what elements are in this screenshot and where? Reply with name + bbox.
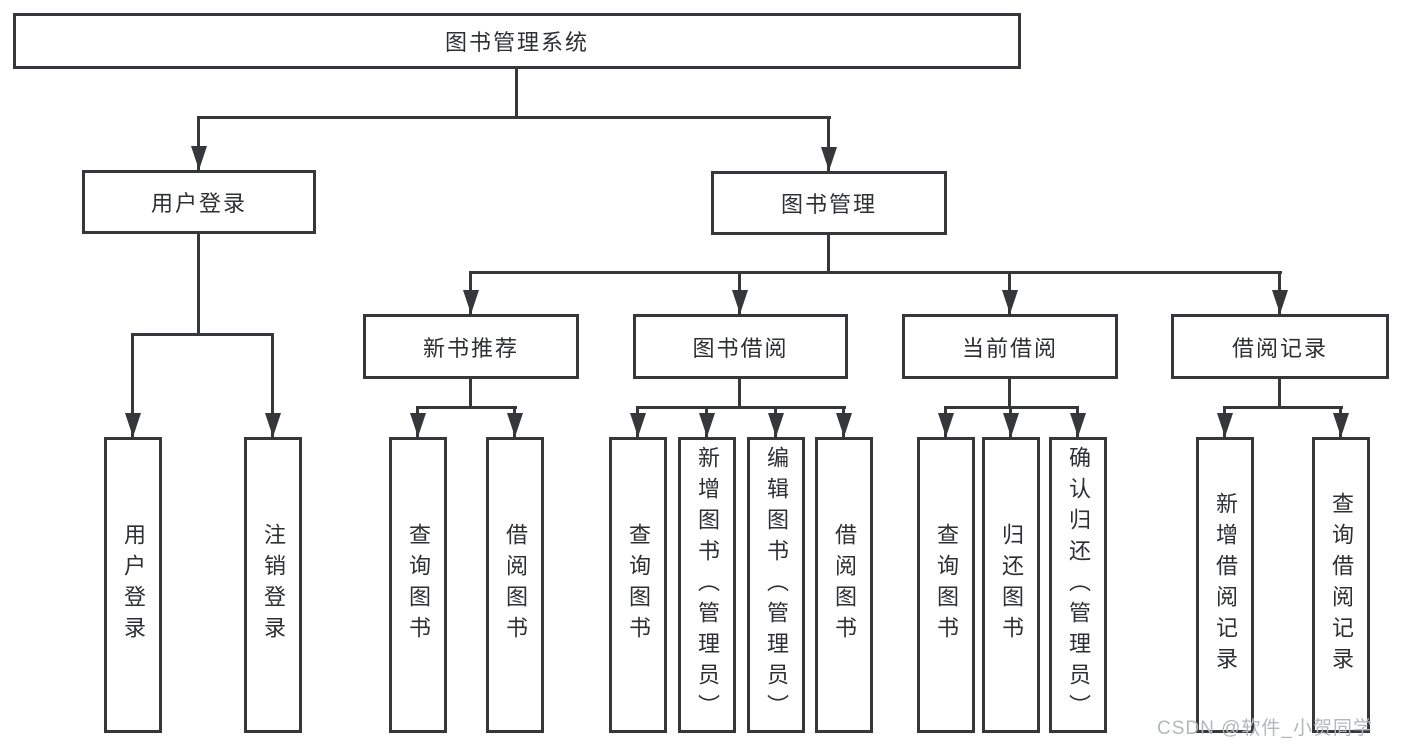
node-new-book-recommend: 新书推荐 (363, 314, 579, 379)
arrowhead-down-icon (507, 413, 523, 437)
arrowhead-down-icon (1070, 413, 1086, 437)
connector-line (827, 118, 830, 171)
connector-line (197, 234, 200, 335)
node-label: 编辑图书（管理员） (764, 445, 789, 725)
arrowhead-down-icon (1272, 290, 1288, 314)
leaf-logout: 注销登录 (244, 437, 302, 733)
node-label: 用户登录 (121, 523, 146, 647)
arrowhead-down-icon (1217, 413, 1233, 437)
connector-line (197, 118, 200, 170)
node-label: 当前借阅 (961, 335, 1058, 361)
arrowhead-down-icon (125, 413, 141, 437)
arrowhead-down-icon (938, 413, 954, 437)
node-label: 查询借阅记录 (1329, 492, 1354, 678)
connector-line (1223, 406, 1343, 409)
leaf-user-login: 用户登录 (104, 437, 162, 733)
node-label: 查询图书 (626, 523, 651, 647)
node-label: 图书管理系统 (444, 30, 589, 55)
connector-line (944, 406, 1079, 409)
arrowhead-down-icon (630, 413, 646, 437)
node-label: 注销登录 (261, 523, 286, 647)
connector-line (636, 406, 846, 409)
connector-line (416, 406, 517, 409)
node-book-borrow: 图书借阅 (633, 314, 848, 379)
node-label: 借阅图书 (503, 523, 528, 647)
leaf-query-book-2: 查询图书 (609, 437, 667, 733)
arrowhead-down-icon (1333, 413, 1349, 437)
node-label: 确认归还（管理员） (1066, 445, 1091, 725)
leaf-add-book-admin: 新增图书（管理员） (678, 437, 736, 733)
leaf-query-book-3: 查询图书 (917, 437, 975, 733)
arrowhead-down-icon (191, 146, 207, 170)
arrowhead-down-icon (265, 413, 281, 437)
node-label: 借阅图书 (832, 523, 857, 647)
node-root-library-system: 图书管理系统 (13, 13, 1021, 69)
leaf-query-borrow-record: 查询借阅记录 (1312, 437, 1370, 733)
node-label: 新增借阅记录 (1213, 492, 1238, 678)
arrowhead-down-icon (410, 413, 426, 437)
leaf-return-book: 归还图书 (982, 437, 1040, 733)
connector-line (469, 379, 472, 408)
arrowhead-down-icon (1002, 290, 1018, 314)
node-label: 归还图书 (999, 523, 1024, 647)
leaf-borrow-book-2: 借阅图书 (815, 437, 873, 733)
connector-line (131, 333, 274, 336)
leaf-confirm-return-admin: 确认归还（管理员） (1049, 437, 1107, 733)
connector-line (1278, 379, 1281, 408)
connector-line (131, 335, 134, 437)
connector-line (1008, 379, 1011, 408)
node-user-login: 用户登录 (82, 170, 316, 234)
node-label: 查询图书 (406, 523, 431, 647)
node-borrow-records: 借阅记录 (1171, 314, 1389, 379)
leaf-query-book-1: 查询图书 (389, 437, 447, 733)
arrowhead-down-icon (463, 290, 479, 314)
arrowhead-down-icon (732, 290, 748, 314)
arrowhead-down-icon (1003, 413, 1019, 437)
node-label: 用户登录 (150, 191, 247, 216)
node-label: 查询图书 (934, 523, 959, 647)
node-label: 借阅记录 (1231, 335, 1328, 361)
node-book-management: 图书管理 (711, 171, 947, 235)
connector-line (515, 69, 518, 118)
leaf-edit-book-admin: 编辑图书（管理员） (747, 437, 805, 733)
arrowhead-down-icon (699, 413, 715, 437)
connector-line (469, 271, 1282, 274)
node-label: 新增图书（管理员） (695, 445, 720, 725)
connector-line (738, 379, 741, 408)
arrowhead-down-icon (768, 413, 784, 437)
connector-line (827, 235, 830, 273)
connector-line (271, 335, 274, 437)
connector-line (197, 116, 831, 119)
leaf-borrow-book-1: 借阅图书 (486, 437, 544, 733)
node-label: 新书推荐 (422, 335, 519, 361)
csdn-watermark: CSDN @软件_小贺同学 (1157, 718, 1373, 739)
leaf-add-borrow-record: 新增借阅记录 (1196, 437, 1254, 733)
node-current-borrow: 当前借阅 (902, 314, 1118, 379)
node-label: 图书管理 (780, 192, 877, 217)
arrowhead-down-icon (821, 147, 837, 171)
arrowhead-down-icon (836, 413, 852, 437)
node-label: 图书借阅 (692, 335, 789, 361)
